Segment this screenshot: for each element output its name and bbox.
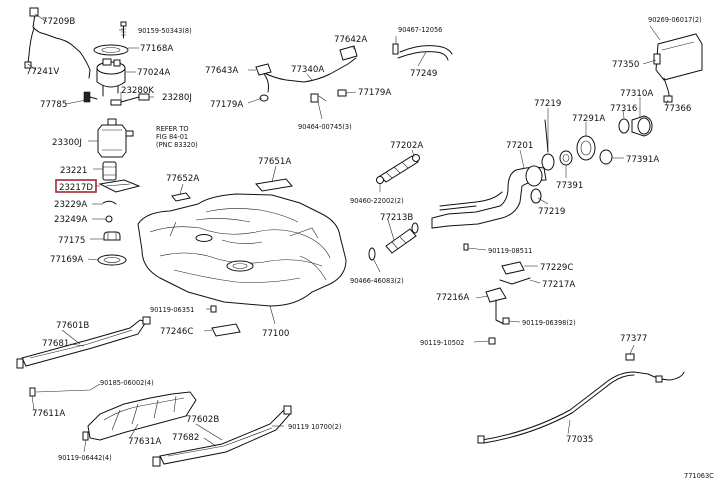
callout-77217A[interactable]: 77217A — [542, 280, 575, 290]
filter-sock-drawing — [98, 179, 141, 193]
fuel-tank-drawing — [137, 193, 347, 307]
filler-pipe-drawing — [431, 165, 547, 229]
fuel-filter-drawing — [97, 118, 134, 158]
callout-77643A[interactable]: 77643A — [205, 66, 238, 76]
callout-90464-00745[interactable]: 90464-00745(3) — [298, 123, 352, 131]
gasket-ring-drawing — [97, 254, 127, 266]
tank-band-rear-drawing — [152, 405, 292, 467]
highlight-box — [55, 179, 97, 193]
filler-hose-drawing — [368, 222, 419, 261]
fuel-door-drawing — [653, 33, 703, 103]
sender-harness-drawing — [24, 7, 91, 79]
callout-77391[interactable]: 77391 — [556, 181, 583, 191]
leader-lines — [27, 13, 669, 453]
note-line-1: REFER TO — [156, 125, 189, 133]
callout-23280J[interactable]: 23280J — [162, 93, 192, 103]
callout-77377[interactable]: 77377 — [620, 334, 647, 344]
callout-77229C[interactable]: 77229C — [540, 263, 573, 273]
callout-77100[interactable]: 77100 — [262, 329, 289, 339]
callout-23249A[interactable]: 23249A — [54, 215, 87, 225]
callout-77201[interactable]: 77201 — [506, 141, 533, 151]
callout-77682[interactable]: 77682 — [172, 433, 199, 443]
callout-77219-bottom[interactable]: 77219 — [538, 207, 565, 217]
callout-77219-top[interactable]: 77219 — [534, 99, 561, 109]
callout-labels: 77209B 90159-50343(8) 77168A 77241V 7702… — [26, 16, 714, 480]
gasket-77391-drawing — [559, 150, 573, 166]
callout-23217D[interactable]: 23217D — [59, 183, 93, 193]
fuel-tube-drawing — [477, 353, 685, 444]
vent-line-drawing — [255, 45, 358, 103]
hose-77249-drawing — [392, 43, 453, 61]
callout-23280K[interactable]: 23280K — [121, 86, 154, 96]
callout-23221[interactable]: 23221 — [60, 166, 87, 176]
callout-90119-10700[interactable]: 90119 10700(2) — [288, 423, 341, 431]
callout-77216A[interactable]: 77216A — [436, 293, 469, 303]
callout-77601B[interactable]: 77601B — [56, 321, 89, 331]
diagram-code: 771063C — [684, 472, 714, 480]
callout-77249[interactable]: 77249 — [410, 69, 437, 79]
callout-90159-50343[interactable]: 90159-50343(8) — [138, 27, 192, 35]
callout-77179A-right[interactable]: 77179A — [358, 88, 391, 98]
callout-77391A[interactable]: 77391A — [626, 155, 659, 165]
callout-77035[interactable]: 77035 — [566, 435, 593, 445]
callout-90185-06002[interactable]: 90185-06002(4) — [100, 379, 154, 387]
callout-77611A[interactable]: 77611A — [32, 409, 65, 419]
callout-77291A[interactable]: 77291A — [572, 114, 605, 124]
pump-bracket-drawing — [83, 44, 129, 103]
filler-cap-assembly-drawing — [576, 115, 653, 165]
callout-77024A[interactable]: 77024A — [137, 68, 170, 78]
callout-90119-10502[interactable]: 90119-10502 — [420, 339, 464, 347]
callout-90119-06442[interactable]: 90119-06442(4) — [58, 454, 112, 462]
note-line-3: (PNC 83320) — [156, 141, 198, 149]
callout-77202A[interactable]: 77202A — [390, 141, 423, 151]
callout-90119-08511[interactable]: 90119-08511 — [488, 247, 532, 255]
callout-77169A[interactable]: 77169A — [50, 255, 83, 265]
callout-90119-06351[interactable]: 90119-06351 — [150, 306, 194, 314]
callout-90119-06398[interactable]: 90119-06398(2) — [522, 319, 576, 327]
callout-77213B[interactable]: 77213B — [380, 213, 413, 223]
callout-77631A[interactable]: 77631A — [128, 437, 161, 447]
callout-77366[interactable]: 77366 — [664, 104, 691, 114]
callout-23229A[interactable]: 23229A — [54, 200, 87, 210]
tank-band-front-drawing — [16, 316, 151, 369]
filler-bracket-drawing — [463, 243, 531, 345]
grommet-77175-drawing — [103, 231, 121, 241]
callout-77179A-left[interactable]: 77179A — [210, 100, 243, 110]
callout-77175[interactable]: 77175 — [58, 236, 85, 246]
callout-77652A[interactable]: 77652A — [166, 174, 199, 184]
callout-77642A[interactable]: 77642A — [334, 35, 367, 45]
callout-77241V[interactable]: 77241V — [26, 67, 59, 77]
callout-90460-22002[interactable]: 90460-22002(2) — [350, 197, 404, 205]
callout-90467-12056[interactable]: 90467-12056 — [398, 26, 442, 34]
heat-protector-drawing — [29, 387, 197, 441]
callout-77310A[interactable]: 77310A — [620, 89, 653, 99]
screw-90159-drawing — [120, 21, 127, 39]
callout-77168A[interactable]: 77168A — [140, 44, 173, 54]
callout-77340A[interactable]: 77340A — [291, 65, 324, 75]
pad-drawings — [171, 178, 293, 202]
callout-77651A[interactable]: 77651A — [258, 157, 291, 167]
fuel-pump-drawing — [102, 161, 117, 181]
callout-77209B[interactable]: 77209B — [42, 17, 75, 27]
note-line-2: FIG 84-01 — [156, 133, 188, 141]
callout-90269-06017[interactable]: 90269-06017(2) — [648, 16, 702, 24]
callout-23300J[interactable]: 23300J — [52, 138, 82, 148]
callout-77246C[interactable]: 77246C — [160, 327, 193, 337]
tank-mount-hardware-drawing — [210, 305, 241, 337]
callout-77602B[interactable]: 77602B — [186, 415, 219, 425]
callout-77785[interactable]: 77785 — [40, 100, 67, 110]
pump-parts-small-drawing — [110, 93, 150, 106]
callout-77350[interactable]: 77350 — [612, 60, 639, 70]
breather-hose-drawing — [376, 154, 420, 184]
clamp-77219-drawing — [530, 119, 555, 204]
callout-77316[interactable]: 77316 — [610, 104, 637, 114]
callout-90466-46083[interactable]: 90466-46083(2) — [350, 277, 404, 285]
callout-77681[interactable]: 77681 — [42, 339, 69, 349]
